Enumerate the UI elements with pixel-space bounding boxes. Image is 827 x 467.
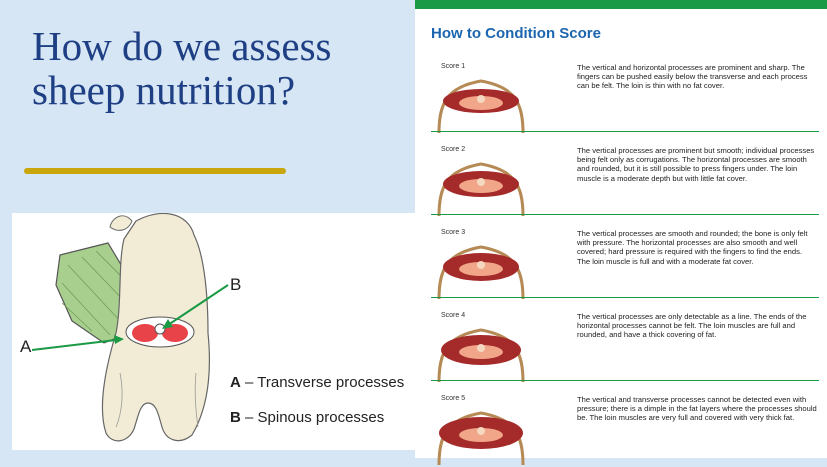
- slide-title: How do we assess sheep nutrition?: [32, 23, 332, 113]
- label-b: B: [230, 275, 242, 294]
- score-divider: [431, 214, 819, 216]
- label-a: A: [20, 337, 32, 356]
- score-description: The vertical processes are smooth and ro…: [577, 229, 808, 266]
- score-label: Score 1: [441, 63, 466, 70]
- score-label: Score 3: [441, 229, 466, 236]
- score-label: Score 2: [441, 146, 466, 153]
- loin-cross-section-icon: [437, 411, 525, 466]
- score-description: The vertical and transverse processes ca…: [577, 395, 817, 423]
- score-divider: [431, 380, 819, 382]
- score-divider: [431, 297, 819, 299]
- score-divider: [431, 131, 819, 133]
- legend-spinous: B – Spinous processes: [230, 409, 385, 426]
- condition-score-panel: How to Condition Score Score 1 The verti…: [415, 0, 827, 466]
- score-description: The vertical and horizontal processes ar…: [577, 63, 808, 91]
- loin-cross-section-icon: [437, 79, 525, 134]
- condition-score-heading: How to Condition Score: [431, 25, 601, 42]
- sheep-diagram-panel: A B A – Transverse processes B – Spinous…: [12, 213, 415, 450]
- loin-cross-section-icon: [437, 162, 525, 217]
- title-underline: [24, 168, 286, 174]
- sheep-illustration: [31, 213, 229, 442]
- score-label: Score 4: [441, 312, 466, 319]
- legend-transverse: A – Transverse processes: [230, 374, 405, 391]
- top-green-bar: [415, 0, 827, 9]
- score-description: The vertical processes are only detectab…: [577, 312, 807, 340]
- loin-cross-section-icon: [437, 245, 525, 300]
- loin-cross-section-icon: [437, 328, 525, 383]
- score-description: The vertical processes are prominent but…: [577, 146, 815, 183]
- score-label: Score 5: [441, 395, 466, 402]
